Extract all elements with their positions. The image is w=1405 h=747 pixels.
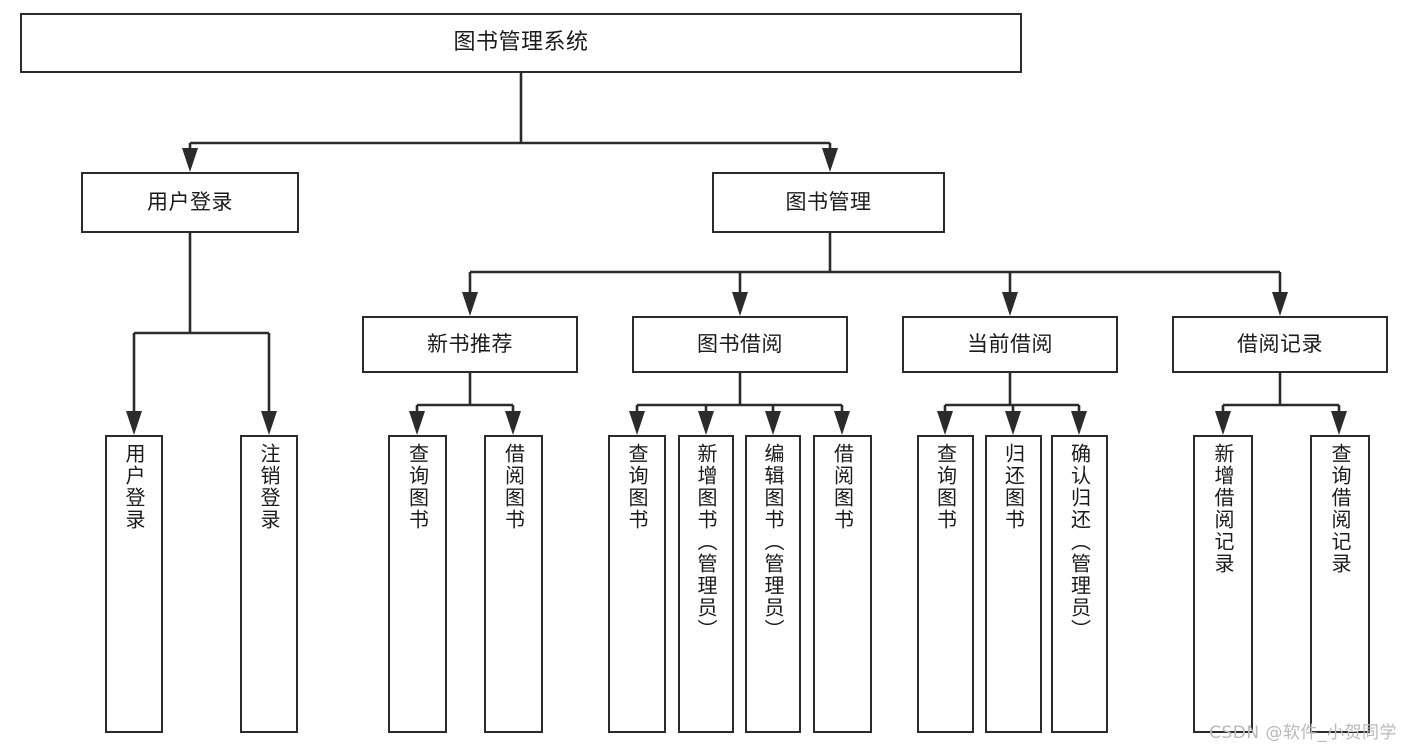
node-leaf-query-book-1-label: 查询图书 <box>405 443 430 531</box>
node-borrow-record[interactable]: 借阅记录 <box>1172 316 1388 373</box>
node-leaf-query-book-2-label: 查询图书 <box>625 443 649 531</box>
arrow-head-leaf-user-login <box>126 411 142 435</box>
arrow-head-leaf-user-logout <box>261 411 277 435</box>
node-leaf-query-book-1[interactable]: 查询图书 <box>388 435 447 733</box>
node-new-book-recommend[interactable]: 新书推荐 <box>362 316 578 373</box>
node-current-borrow-label: 当前借阅 <box>967 332 1053 357</box>
csdn-watermark: CSDN @软件_小贺同学 <box>1209 723 1397 743</box>
node-leaf-edit-book-label: 编辑图书（管理员） <box>761 443 785 641</box>
arrow-head-leaf-borrow-book-2 <box>834 411 850 435</box>
node-leaf-query-book-2[interactable]: 查询图书 <box>608 435 666 733</box>
node-new-book-recommend-label: 新书推荐 <box>427 332 513 357</box>
arrow-head-leaf-add-book <box>698 411 714 435</box>
arrow-head-leaf-query-borrow-record <box>1331 411 1347 435</box>
node-user-login[interactable]: 用户登录 <box>81 172 299 233</box>
node-borrow-record-label: 借阅记录 <box>1237 332 1323 357</box>
node-leaf-user-logout-label: 注销登录 <box>257 443 281 531</box>
arrow-head-book-borrow <box>732 292 748 316</box>
node-book-borrow[interactable]: 图书借阅 <box>632 316 848 373</box>
node-leaf-add-book-label: 新增图书（管理员） <box>694 443 718 641</box>
arrow-head-leaf-confirm-return <box>1071 411 1087 435</box>
node-leaf-borrow-book-2[interactable]: 借阅图书 <box>813 435 872 733</box>
node-root[interactable]: 图书管理系统 <box>20 13 1022 73</box>
node-leaf-query-borrow-record[interactable]: 查询借阅记录 <box>1310 435 1370 733</box>
node-leaf-query-book-3[interactable]: 查询图书 <box>917 435 974 733</box>
node-book-manage-label: 图书管理 <box>785 190 872 215</box>
arrow-head-current-borrow <box>1002 292 1018 316</box>
node-leaf-user-login-label: 用户登录 <box>122 443 146 531</box>
node-leaf-query-book-3-label: 查询图书 <box>933 443 958 531</box>
arrow-head-leaf-edit-book <box>765 411 781 435</box>
arrow-head-book-manage <box>822 148 838 172</box>
arrow-head-leaf-borrow-book-1 <box>505 411 521 435</box>
node-leaf-user-logout[interactable]: 注销登录 <box>240 435 298 733</box>
node-leaf-add-book[interactable]: 新增图书（管理员） <box>678 435 734 733</box>
node-leaf-add-borrow-record-label: 新增借阅记录 <box>1211 443 1235 575</box>
node-leaf-return-book[interactable]: 归还图书 <box>985 435 1042 733</box>
node-leaf-add-borrow-record[interactable]: 新增借阅记录 <box>1193 435 1253 733</box>
arrow-head-leaf-add-borrow-record <box>1215 411 1231 435</box>
arrow-head-leaf-query-book-2 <box>629 411 645 435</box>
node-user-login-label: 用户登录 <box>147 190 233 215</box>
node-leaf-edit-book[interactable]: 编辑图书（管理员） <box>745 435 801 733</box>
node-leaf-borrow-book-2-label: 借阅图书 <box>830 443 855 531</box>
arrow-head-leaf-return-book <box>1005 411 1021 435</box>
arrow-head-new-book-recommend <box>462 292 478 316</box>
node-leaf-confirm-return[interactable]: 确认归还（管理员） <box>1051 435 1108 733</box>
node-leaf-user-login[interactable]: 用户登录 <box>105 435 163 733</box>
arrow-head-borrow-record <box>1272 292 1288 316</box>
node-leaf-confirm-return-label: 确认归还（管理员） <box>1067 443 1092 641</box>
node-leaf-return-book-label: 归还图书 <box>1001 443 1026 531</box>
node-leaf-query-borrow-record-label: 查询借阅记录 <box>1328 443 1352 575</box>
arrow-head-user-login <box>182 148 198 172</box>
arrow-head-leaf-query-book-1 <box>409 411 425 435</box>
arrow-head-leaf-query-book-3 <box>937 411 953 435</box>
node-leaf-borrow-book-1[interactable]: 借阅图书 <box>484 435 543 733</box>
node-root-label: 图书管理系统 <box>453 30 589 56</box>
node-book-manage[interactable]: 图书管理 <box>712 172 945 233</box>
node-leaf-borrow-book-1-label: 借阅图书 <box>501 443 526 531</box>
node-book-borrow-label: 图书借阅 <box>697 332 783 357</box>
node-current-borrow[interactable]: 当前借阅 <box>902 316 1118 373</box>
